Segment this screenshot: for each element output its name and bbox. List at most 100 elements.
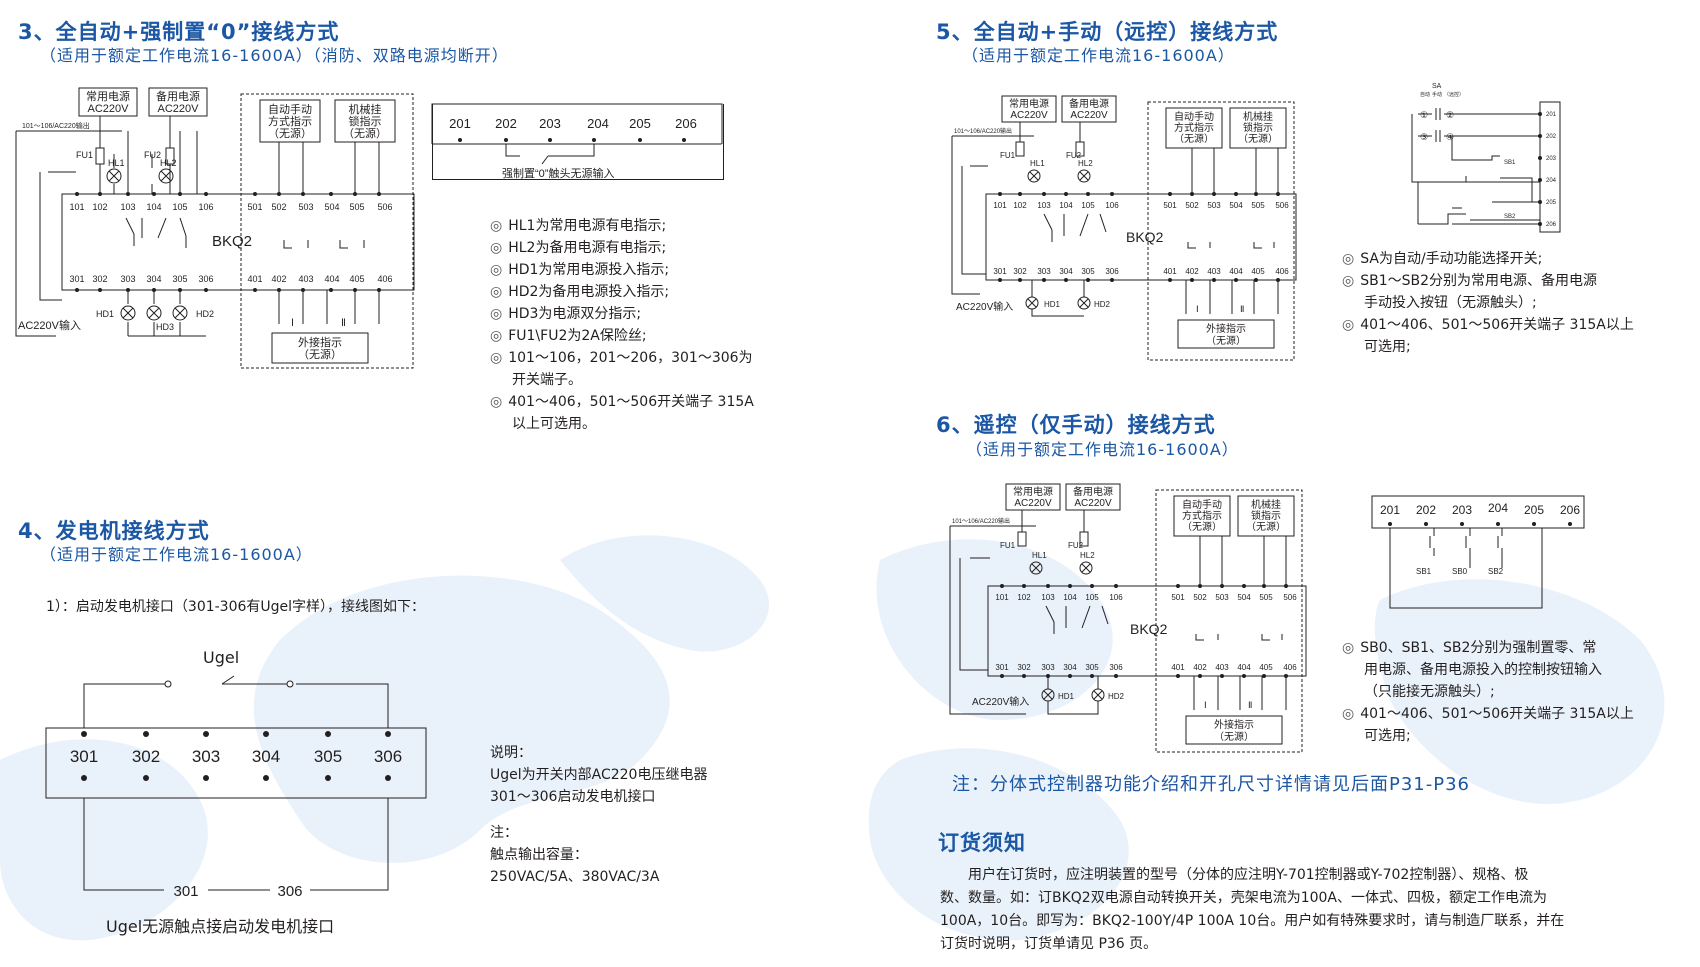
s5-box-lock-1: 机械挂	[1243, 110, 1273, 123]
section5-sa-switch-diagram: SA 自动 手动 （远控） ① ② ③ ④ SB1 SB2 201 202 20…	[1411, 83, 1561, 233]
s3-top-term: 102	[92, 202, 107, 212]
s3-ac-input-label: AC220V输入	[18, 318, 81, 332]
s3-box-main: 常用电源	[86, 89, 130, 103]
bullet-icon: ◎	[1342, 251, 1355, 267]
s3-box-lock-3: （无源）	[343, 126, 387, 140]
s3-strip-term: 203	[539, 116, 561, 131]
s3-ext-indicator: 外接指示	[298, 335, 342, 349]
bullet-icon: ◎	[490, 218, 503, 234]
s5-bot-term: 301	[993, 267, 1007, 276]
s4-term: 302	[132, 747, 160, 766]
order-line: 用户在订货时，应注明装置的型号（分体的应注明Y-701控制器或Y-702控制器）…	[968, 867, 1529, 883]
s6-roman-1: Ⅰ	[1204, 700, 1207, 710]
bullet-icon: ◎	[1342, 317, 1355, 333]
s5-bot-term: 405	[1251, 267, 1265, 276]
note-line: HD1为常用电源投入指示;	[508, 262, 670, 278]
s3-hl1: HL1	[108, 158, 125, 168]
s5-bot-term: 402	[1185, 267, 1199, 276]
s6-bot-term: 403	[1215, 663, 1229, 672]
s6-feed-label: 101～106/AC220输出	[952, 517, 1010, 525]
s6-strip-term: 201	[1380, 503, 1400, 517]
s6-top-term: 102	[1017, 593, 1031, 602]
note-line: 开关端子。	[512, 372, 582, 388]
s3-bot-term: 301	[69, 274, 84, 284]
sa-auto-label: 自动	[1420, 91, 1430, 98]
s6-ext-indicator: 外接指示	[1214, 718, 1254, 731]
order-title: 订货须知	[938, 831, 1026, 855]
s6-hl1: HL1	[1032, 551, 1047, 560]
note-line: HD2为备用电源投入指示;	[508, 284, 670, 300]
note-line: 可选用;	[1364, 339, 1411, 355]
section4-caption: Ugel无源触点接启动发电机接口	[106, 917, 335, 936]
s4-bottom-left: 301	[173, 883, 198, 900]
note-line: SA为自动/手动功能选择开关;	[1360, 251, 1543, 267]
s6-top-term: 501	[1171, 593, 1185, 602]
s5-hd1: HD1	[1044, 300, 1061, 309]
s5-feed-label: 101～106/AC220输出	[954, 127, 1012, 135]
s6-ext-indicator-passive: （无源）	[1214, 730, 1254, 743]
section4-intro: 1）：启动发电机接口（301-306有Ugel字样），接线图如下：	[46, 599, 426, 615]
s4-term: 303	[192, 747, 220, 766]
s3-bot-term: 404	[324, 274, 339, 284]
s6-ac-input-label: AC220V输入	[972, 695, 1029, 708]
s6-hd1: HD1	[1058, 692, 1075, 701]
section4-description: 说明： Ugel为开关内部AC220电压继电器 301～306启动发电机接口 注…	[490, 742, 707, 888]
s3-bot-term: 402	[271, 274, 286, 284]
s5-top-term: 506	[1275, 201, 1289, 210]
s6-box-lock-2: 锁指示	[1251, 509, 1281, 522]
s5-right-term: 201	[1546, 112, 1557, 118]
s6-box-backup-voltage: AC220V	[1074, 498, 1112, 509]
s3-bot-term: 401	[247, 274, 262, 284]
note-line: 手动投入按钮（无源触头）;	[1364, 295, 1537, 311]
s3-top-term: 106	[198, 202, 213, 212]
s6-bot-term: 306	[1109, 663, 1123, 672]
s3-top-term: 506	[377, 202, 392, 212]
s5-box-backup: 备用电源	[1069, 97, 1109, 110]
section5-notes: ◎SA为自动/手动功能选择开关; ◎SB1～SB2分别为常用电源、备用电源 手动…	[1342, 248, 1634, 358]
s5-hl1: HL1	[1030, 159, 1045, 168]
s3-bot-term: 302	[92, 274, 107, 284]
s5-top-term: 104	[1059, 201, 1073, 210]
s3-box-mode-3: （无源）	[268, 126, 312, 140]
note-line: （只能接无源触头）;	[1364, 684, 1495, 700]
s4-bottom-right: 306	[277, 883, 302, 900]
s3-bot-term: 406	[377, 274, 392, 284]
s6-bot-term: 405	[1259, 663, 1273, 672]
s3-fu2: FU2	[144, 150, 161, 160]
s5-fu1: FU1	[1000, 151, 1016, 160]
s5-box-mode-1: 自动手动	[1174, 110, 1214, 123]
s6-bot-term: 404	[1237, 663, 1251, 672]
s3-top-term: 104	[146, 202, 161, 212]
bullet-icon: ◎	[1342, 706, 1355, 722]
s6-box-main: 常用电源	[1013, 485, 1053, 498]
section5-wiring-diagram: 常用电源 AC220V 备用电源 AC220V 自动手动 方式指示 （无源） 机…	[951, 95, 1297, 361]
section3-force-zero-strip: 201 202 203 204 205 206 强制置“0”触头无源输入	[431, 103, 723, 185]
order-line: 数、数量。如：订BKQ2双电源自动转换开关，壳架电流为100A、一体式、四极，额…	[940, 890, 1548, 906]
s5-top-term: 102	[1013, 201, 1027, 210]
s5-box-mode-3: （无源）	[1174, 132, 1214, 145]
s5-bot-term: 302	[1013, 267, 1027, 276]
s6-sb1-label: SB1	[1416, 567, 1432, 576]
bullet-icon: ◎	[490, 240, 503, 256]
s3-box-main-voltage: AC220V	[88, 103, 130, 115]
s5-box-lock-2: 锁指示	[1243, 121, 1273, 134]
s6-bot-term: 401	[1171, 663, 1185, 672]
s5-bot-term: 406	[1275, 267, 1289, 276]
section6-remote-buttons-diagram: 201 202 203 204 205 206 SB1 SB0 SB2	[1371, 495, 1585, 609]
s6-strip-term: 202	[1416, 503, 1436, 517]
s3-top-term: 505	[349, 202, 364, 212]
order-body: 用户在订货时，应注明装置的型号（分体的应注明Y-701控制器或Y-702控制器）…	[940, 864, 1670, 956]
bullet-icon: ◎	[490, 350, 503, 366]
s5-hl2: HL2	[1078, 159, 1093, 168]
s3-strip-term: 204	[587, 116, 609, 131]
sa-manual-label: 手动	[1432, 91, 1442, 98]
section3-subtitle: （适用于额定工作电流16-1600A）（消防、双路电源均断开）	[40, 46, 509, 65]
bullet-icon: ◎	[1342, 273, 1355, 289]
s5-bot-term: 303	[1037, 267, 1051, 276]
s6-strip-term: 203	[1452, 503, 1472, 517]
s5-bot-term: 404	[1229, 267, 1243, 276]
s3-bot-term: 306	[198, 274, 213, 284]
sa-term: ④	[1446, 132, 1454, 142]
s6-bot-term: 406	[1283, 663, 1297, 672]
section3-title: 3、全自动+强制置“0”接线方式	[18, 20, 340, 44]
